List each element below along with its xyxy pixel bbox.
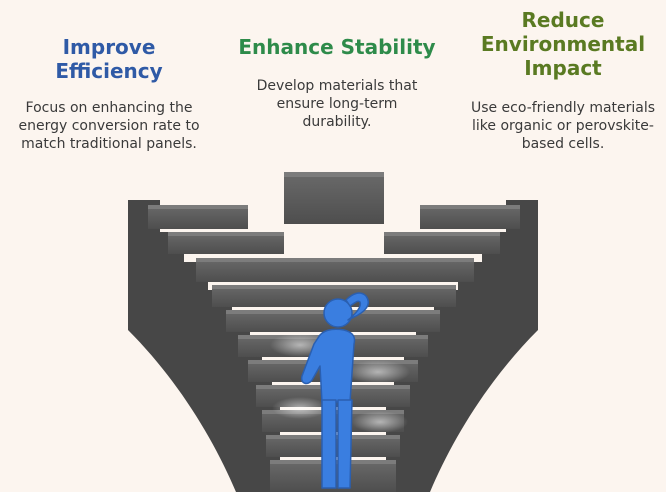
central-steps — [196, 258, 474, 492]
light-glow — [272, 397, 328, 419]
column-title: Enhance Stability — [238, 35, 436, 59]
upper-left-steps — [148, 205, 284, 254]
upper-right-steps — [384, 205, 520, 254]
top-center-step — [284, 172, 384, 224]
step-edge — [284, 172, 384, 177]
light-glow — [352, 411, 408, 433]
column-improve-efficiency: Improve Efficiency Focus on enhancing th… — [0, 35, 218, 153]
column-title: Improve Efficiency — [55, 35, 163, 83]
person-thinking-icon — [300, 292, 370, 489]
light-glow — [346, 360, 410, 384]
column-description: Focus on enhancing the energy conversion… — [18, 100, 200, 152]
column-description: Use eco-friendly materials like organic … — [470, 100, 656, 152]
column-reduce-environmental-impact: Reduce Environmental Impact Use eco-frie… — [460, 8, 666, 153]
left-wall-shape — [128, 200, 280, 492]
column-description: Develop materials that ensure long-term … — [256, 78, 418, 130]
column-title: Reduce Environmental Impact — [480, 8, 646, 80]
right-wall-shape — [386, 200, 538, 492]
column-enhance-stability: Enhance Stability Develop materials that… — [222, 35, 452, 131]
